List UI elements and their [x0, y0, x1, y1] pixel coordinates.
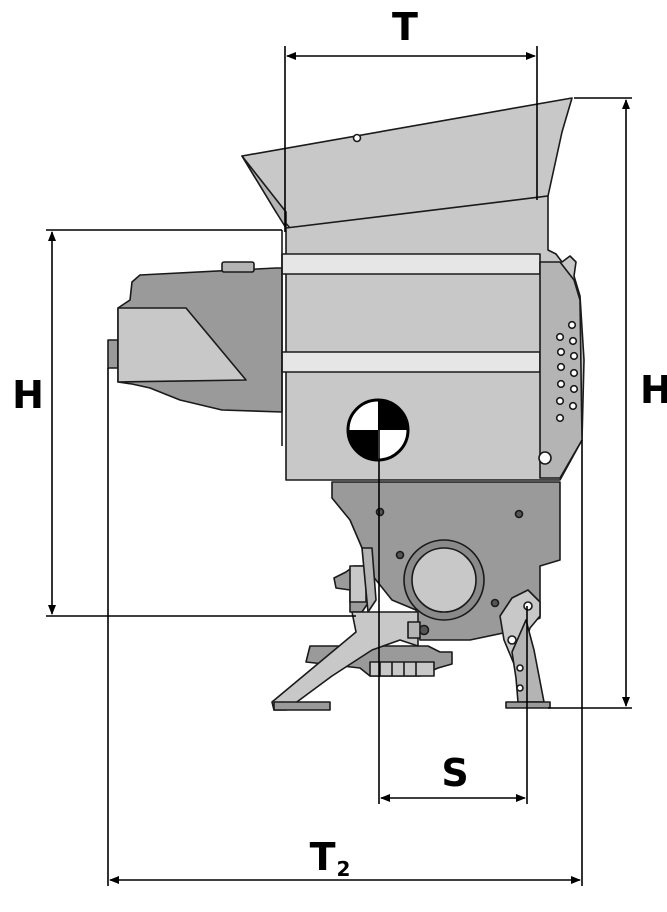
- dimension-T2: [107, 368, 583, 886]
- dimension-T: [284, 46, 538, 232]
- dimension-H: [46, 229, 356, 617]
- label-S: S: [441, 751, 468, 795]
- front-leg: [271, 611, 453, 711]
- bracket-holes: [538, 320, 579, 465]
- linkage-arm: [499, 589, 551, 709]
- label-T: T: [392, 5, 418, 49]
- front-foot: [273, 701, 331, 711]
- metering-unit: [331, 481, 561, 641]
- center-of-gravity-icon: [346, 398, 410, 462]
- dimension-labels: T T2 H H2 S: [12, 5, 667, 881]
- dimension-S: [378, 430, 528, 804]
- label-H: H: [12, 373, 44, 417]
- hopper-body: [281, 195, 585, 481]
- label-T2: T2: [310, 835, 351, 881]
- label-H2: H2: [640, 368, 667, 414]
- dimension-lines: [46, 46, 632, 886]
- machine-body: [107, 97, 585, 711]
- motor-handle: [221, 261, 255, 273]
- hopper-band-upper: [281, 253, 541, 275]
- dimension-H2: [548, 97, 632, 709]
- motor-housing: [107, 261, 283, 413]
- base-plate: [369, 661, 435, 677]
- hopper-band-lower: [281, 351, 541, 373]
- adjust-knob: [333, 547, 377, 613]
- motor-panel: [117, 307, 247, 383]
- drive-shaft: [411, 547, 477, 613]
- rear-foot: [505, 701, 551, 709]
- motor-cap: [107, 339, 119, 369]
